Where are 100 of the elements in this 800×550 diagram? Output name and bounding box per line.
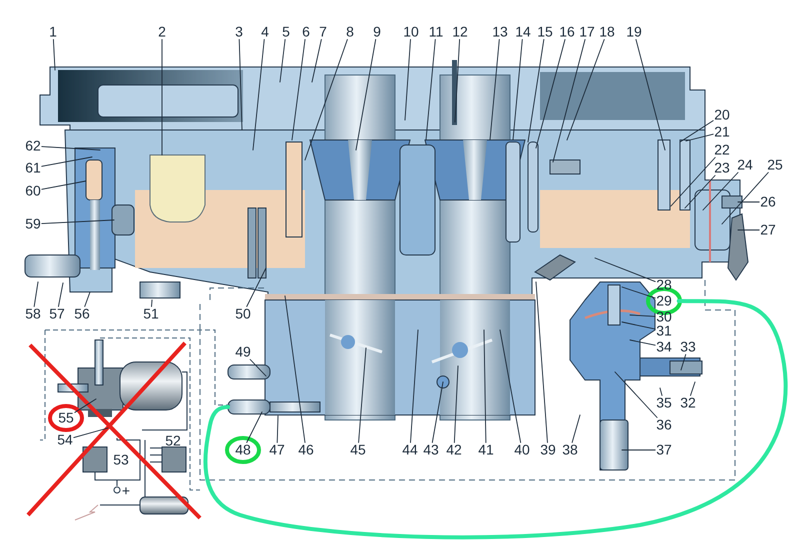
leader-line bbox=[680, 354, 686, 370]
callout-number: 29 bbox=[655, 294, 673, 308]
leader-line bbox=[276, 416, 278, 443]
callout-number: 6 bbox=[301, 24, 311, 40]
callout-number: 52 bbox=[165, 434, 181, 448]
callout-number: 15 bbox=[536, 24, 554, 40]
leader-line bbox=[690, 382, 696, 396]
callout-number: 5 bbox=[281, 24, 291, 40]
callout-number: 42 bbox=[445, 442, 463, 458]
leader-line bbox=[284, 296, 306, 443]
callout-number: 31 bbox=[655, 324, 673, 338]
callout-number: 47 bbox=[268, 442, 286, 458]
callout-number: 22 bbox=[713, 142, 731, 158]
callout-number: 27 bbox=[759, 222, 777, 238]
leader-line bbox=[292, 39, 306, 140]
leader-line bbox=[58, 282, 64, 307]
leader-line bbox=[490, 39, 500, 140]
leader-line bbox=[74, 398, 96, 413]
callout-number: 8 bbox=[345, 24, 355, 40]
callout-number: 51 bbox=[142, 306, 160, 322]
leader-line bbox=[280, 39, 286, 82]
callout-number: 36 bbox=[655, 418, 673, 432]
leader-line bbox=[680, 120, 714, 142]
leader-line bbox=[670, 157, 716, 206]
callout-number: 54 bbox=[56, 432, 74, 448]
callout-number: 43 bbox=[422, 442, 440, 458]
leader-line bbox=[312, 39, 322, 82]
leader-line bbox=[614, 372, 658, 418]
callout-number: 1 bbox=[48, 24, 58, 40]
callout-number: 39 bbox=[539, 442, 557, 458]
leader-line bbox=[358, 348, 366, 443]
leader-line bbox=[484, 330, 486, 443]
callout-number: 60 bbox=[24, 184, 42, 198]
callout-number: 4 bbox=[260, 24, 270, 40]
leader-line bbox=[250, 359, 266, 376]
leader-line bbox=[572, 414, 580, 443]
leader-line bbox=[454, 39, 460, 122]
callout-number: 56 bbox=[73, 306, 91, 322]
callout-number: 20 bbox=[713, 108, 731, 122]
callout-number: 57 bbox=[48, 306, 66, 322]
callout-number: 61 bbox=[24, 160, 42, 176]
leader-line bbox=[500, 330, 522, 443]
callout-number: 58 bbox=[24, 306, 42, 322]
callout-number: 53 bbox=[113, 452, 129, 468]
callout-number: 32 bbox=[679, 396, 697, 410]
callout-number: 48 bbox=[234, 442, 252, 458]
leader-line bbox=[722, 172, 769, 224]
callout-number: 7 bbox=[318, 24, 328, 40]
callout-number: 9 bbox=[372, 24, 382, 40]
callout-number: 38 bbox=[561, 442, 579, 458]
leader-line bbox=[536, 39, 566, 148]
callout-number: 41 bbox=[477, 442, 495, 458]
callout-number: 49 bbox=[234, 344, 252, 360]
callout-number: 37 bbox=[655, 442, 673, 458]
callout-number: 23 bbox=[713, 160, 731, 176]
leader-line bbox=[454, 366, 458, 443]
callout-number: 11 bbox=[428, 24, 444, 40]
terminal-sign: + bbox=[122, 484, 130, 498]
leader-line bbox=[356, 39, 376, 150]
leader-line bbox=[636, 39, 666, 150]
leader-line bbox=[594, 258, 656, 282]
leader-line bbox=[410, 330, 418, 443]
callout-number: 12 bbox=[451, 24, 469, 40]
callout-number: 26 bbox=[759, 194, 777, 210]
callout-number: 3 bbox=[234, 24, 244, 40]
leader-line bbox=[41, 146, 100, 150]
leader-line bbox=[238, 39, 242, 130]
callout-number: 13 bbox=[491, 24, 509, 40]
callout-number: 45 bbox=[349, 442, 367, 458]
callout-number: 35 bbox=[655, 396, 673, 410]
leader-line bbox=[41, 220, 114, 224]
callout-number: 62 bbox=[24, 138, 42, 154]
leader-line bbox=[73, 428, 108, 438]
leader-line bbox=[622, 322, 656, 330]
leader-line bbox=[41, 180, 86, 190]
callout-number: 18 bbox=[598, 24, 616, 40]
leader-line bbox=[432, 382, 444, 443]
leader-line bbox=[252, 39, 265, 150]
leader-line bbox=[660, 388, 662, 396]
callout-number: 24 bbox=[736, 158, 754, 172]
callout-number: 10 bbox=[402, 24, 420, 40]
leader-line bbox=[246, 268, 266, 307]
callout-number: 46 bbox=[297, 442, 315, 458]
callout-number: 59 bbox=[24, 216, 42, 232]
callout-number: 33 bbox=[679, 340, 697, 354]
callout-number: 16 bbox=[558, 24, 576, 40]
callout-number: 2 bbox=[157, 24, 167, 40]
leader-line bbox=[536, 282, 548, 443]
callout-number: 14 bbox=[514, 24, 532, 40]
callout-number: 40 bbox=[513, 442, 531, 458]
leader-line bbox=[552, 39, 586, 162]
callout-number: 19 bbox=[625, 24, 643, 40]
callout-number: 50 bbox=[234, 306, 252, 322]
leader-line bbox=[151, 300, 152, 307]
leader-line bbox=[404, 39, 411, 120]
leader-line bbox=[52, 39, 56, 70]
leader-line bbox=[622, 286, 656, 299]
leader-line bbox=[84, 292, 90, 307]
leader-line bbox=[686, 134, 714, 142]
leader-line bbox=[566, 39, 605, 140]
